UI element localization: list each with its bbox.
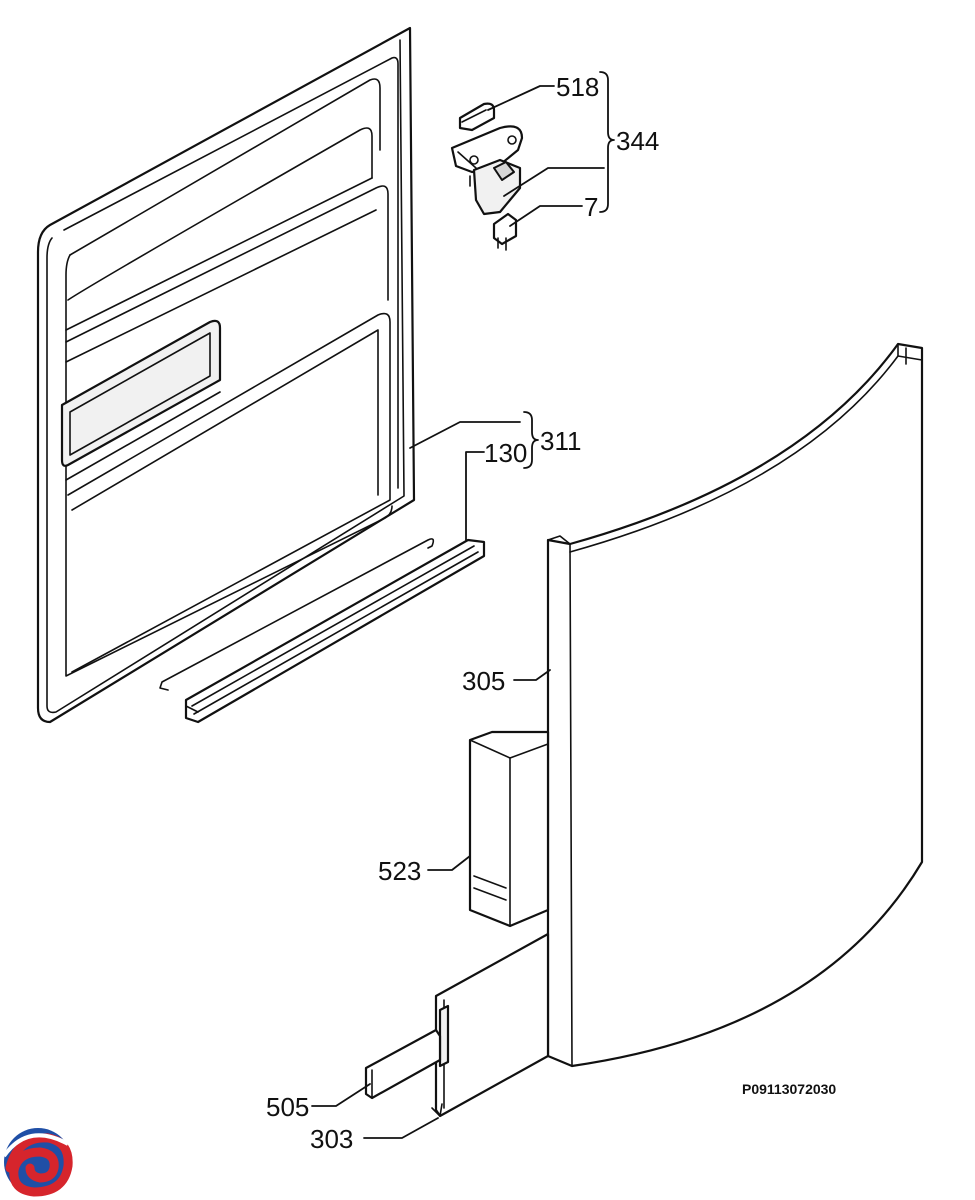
label-311: 311 bbox=[540, 426, 581, 456]
inner-door-panel bbox=[36, 26, 416, 724]
label-7: 7 bbox=[584, 192, 598, 222]
door-seal-130 bbox=[184, 538, 486, 724]
drawing-code: P09113072030 bbox=[742, 1081, 836, 1097]
label-518: 518 bbox=[556, 72, 599, 102]
microswitch-7 bbox=[492, 212, 518, 251]
part-labels: 518 344 7 311 130 305 523 505 303 P09113… bbox=[266, 72, 836, 1154]
label-130: 130 bbox=[484, 438, 527, 468]
label-505: 505 bbox=[266, 1092, 309, 1122]
label-305: 305 bbox=[462, 666, 505, 696]
swirl-logo-icon bbox=[2, 1128, 73, 1197]
bottom-plate-303 bbox=[431, 932, 550, 1118]
label-523: 523 bbox=[378, 856, 421, 886]
insulation-block-523 bbox=[468, 730, 550, 928]
label-344: 344 bbox=[616, 126, 659, 156]
leader-lines bbox=[311, 71, 615, 1139]
door-lock-344 bbox=[450, 125, 524, 216]
label-303: 303 bbox=[310, 1124, 353, 1154]
strip-505 bbox=[364, 1028, 442, 1100]
door-rod bbox=[159, 538, 435, 691]
outer-door-panel-305 bbox=[546, 342, 924, 1068]
door-lock-518 bbox=[458, 102, 496, 132]
